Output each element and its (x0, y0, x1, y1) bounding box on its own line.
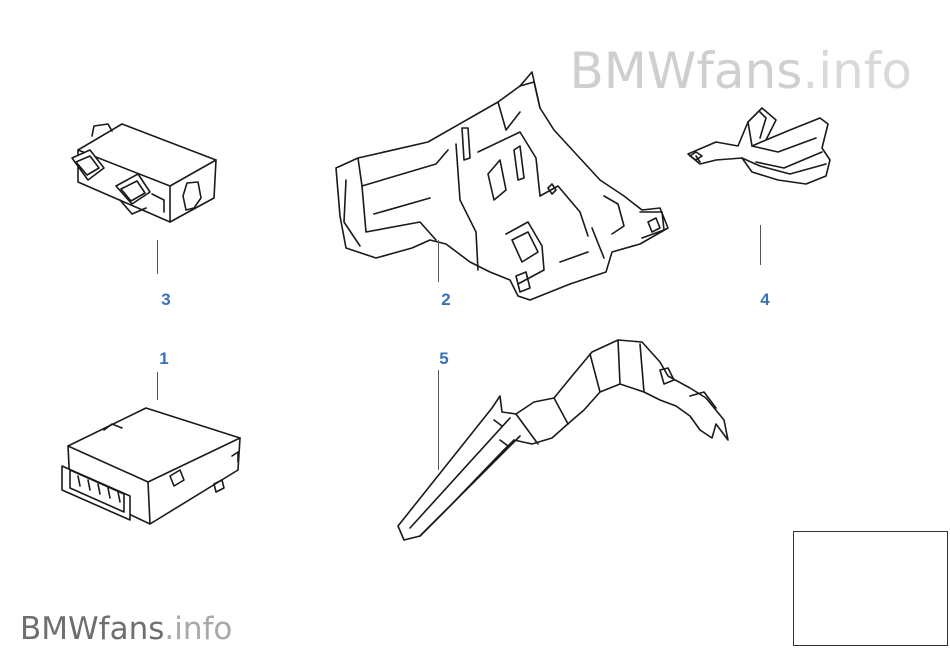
watermark-bottom-brand: BMWfans (20, 611, 165, 647)
leader-line-3 (157, 240, 158, 274)
leader-line-2 (438, 240, 439, 282)
part-3-control-module (71, 123, 217, 223)
part-4-small-bracket (687, 107, 831, 185)
watermark-top: BMWfans.info (569, 46, 912, 96)
callout-2[interactable]: 2 (441, 290, 451, 309)
watermark-top-brand: BMWfans (569, 42, 803, 100)
leader-line-5 (438, 370, 439, 470)
leader-line-4 (760, 225, 761, 265)
callout-3[interactable]: 3 (161, 290, 171, 309)
part-5-wiring-duct (397, 339, 729, 541)
watermark-bottom: BMWfans.info (20, 614, 232, 645)
watermark-bottom-suffix: .info (164, 611, 233, 647)
leader-line-1 (157, 372, 158, 400)
vehicle-thumbnail-frame[interactable] (793, 531, 948, 646)
callout-4[interactable]: 4 (760, 290, 770, 309)
watermark-top-suffix: .info (802, 42, 912, 100)
callout-1[interactable]: 1 (159, 349, 169, 368)
callout-5[interactable]: 5 (439, 349, 449, 368)
part-1-control-unit (61, 407, 241, 525)
part-2-mounting-bracket (335, 71, 669, 301)
